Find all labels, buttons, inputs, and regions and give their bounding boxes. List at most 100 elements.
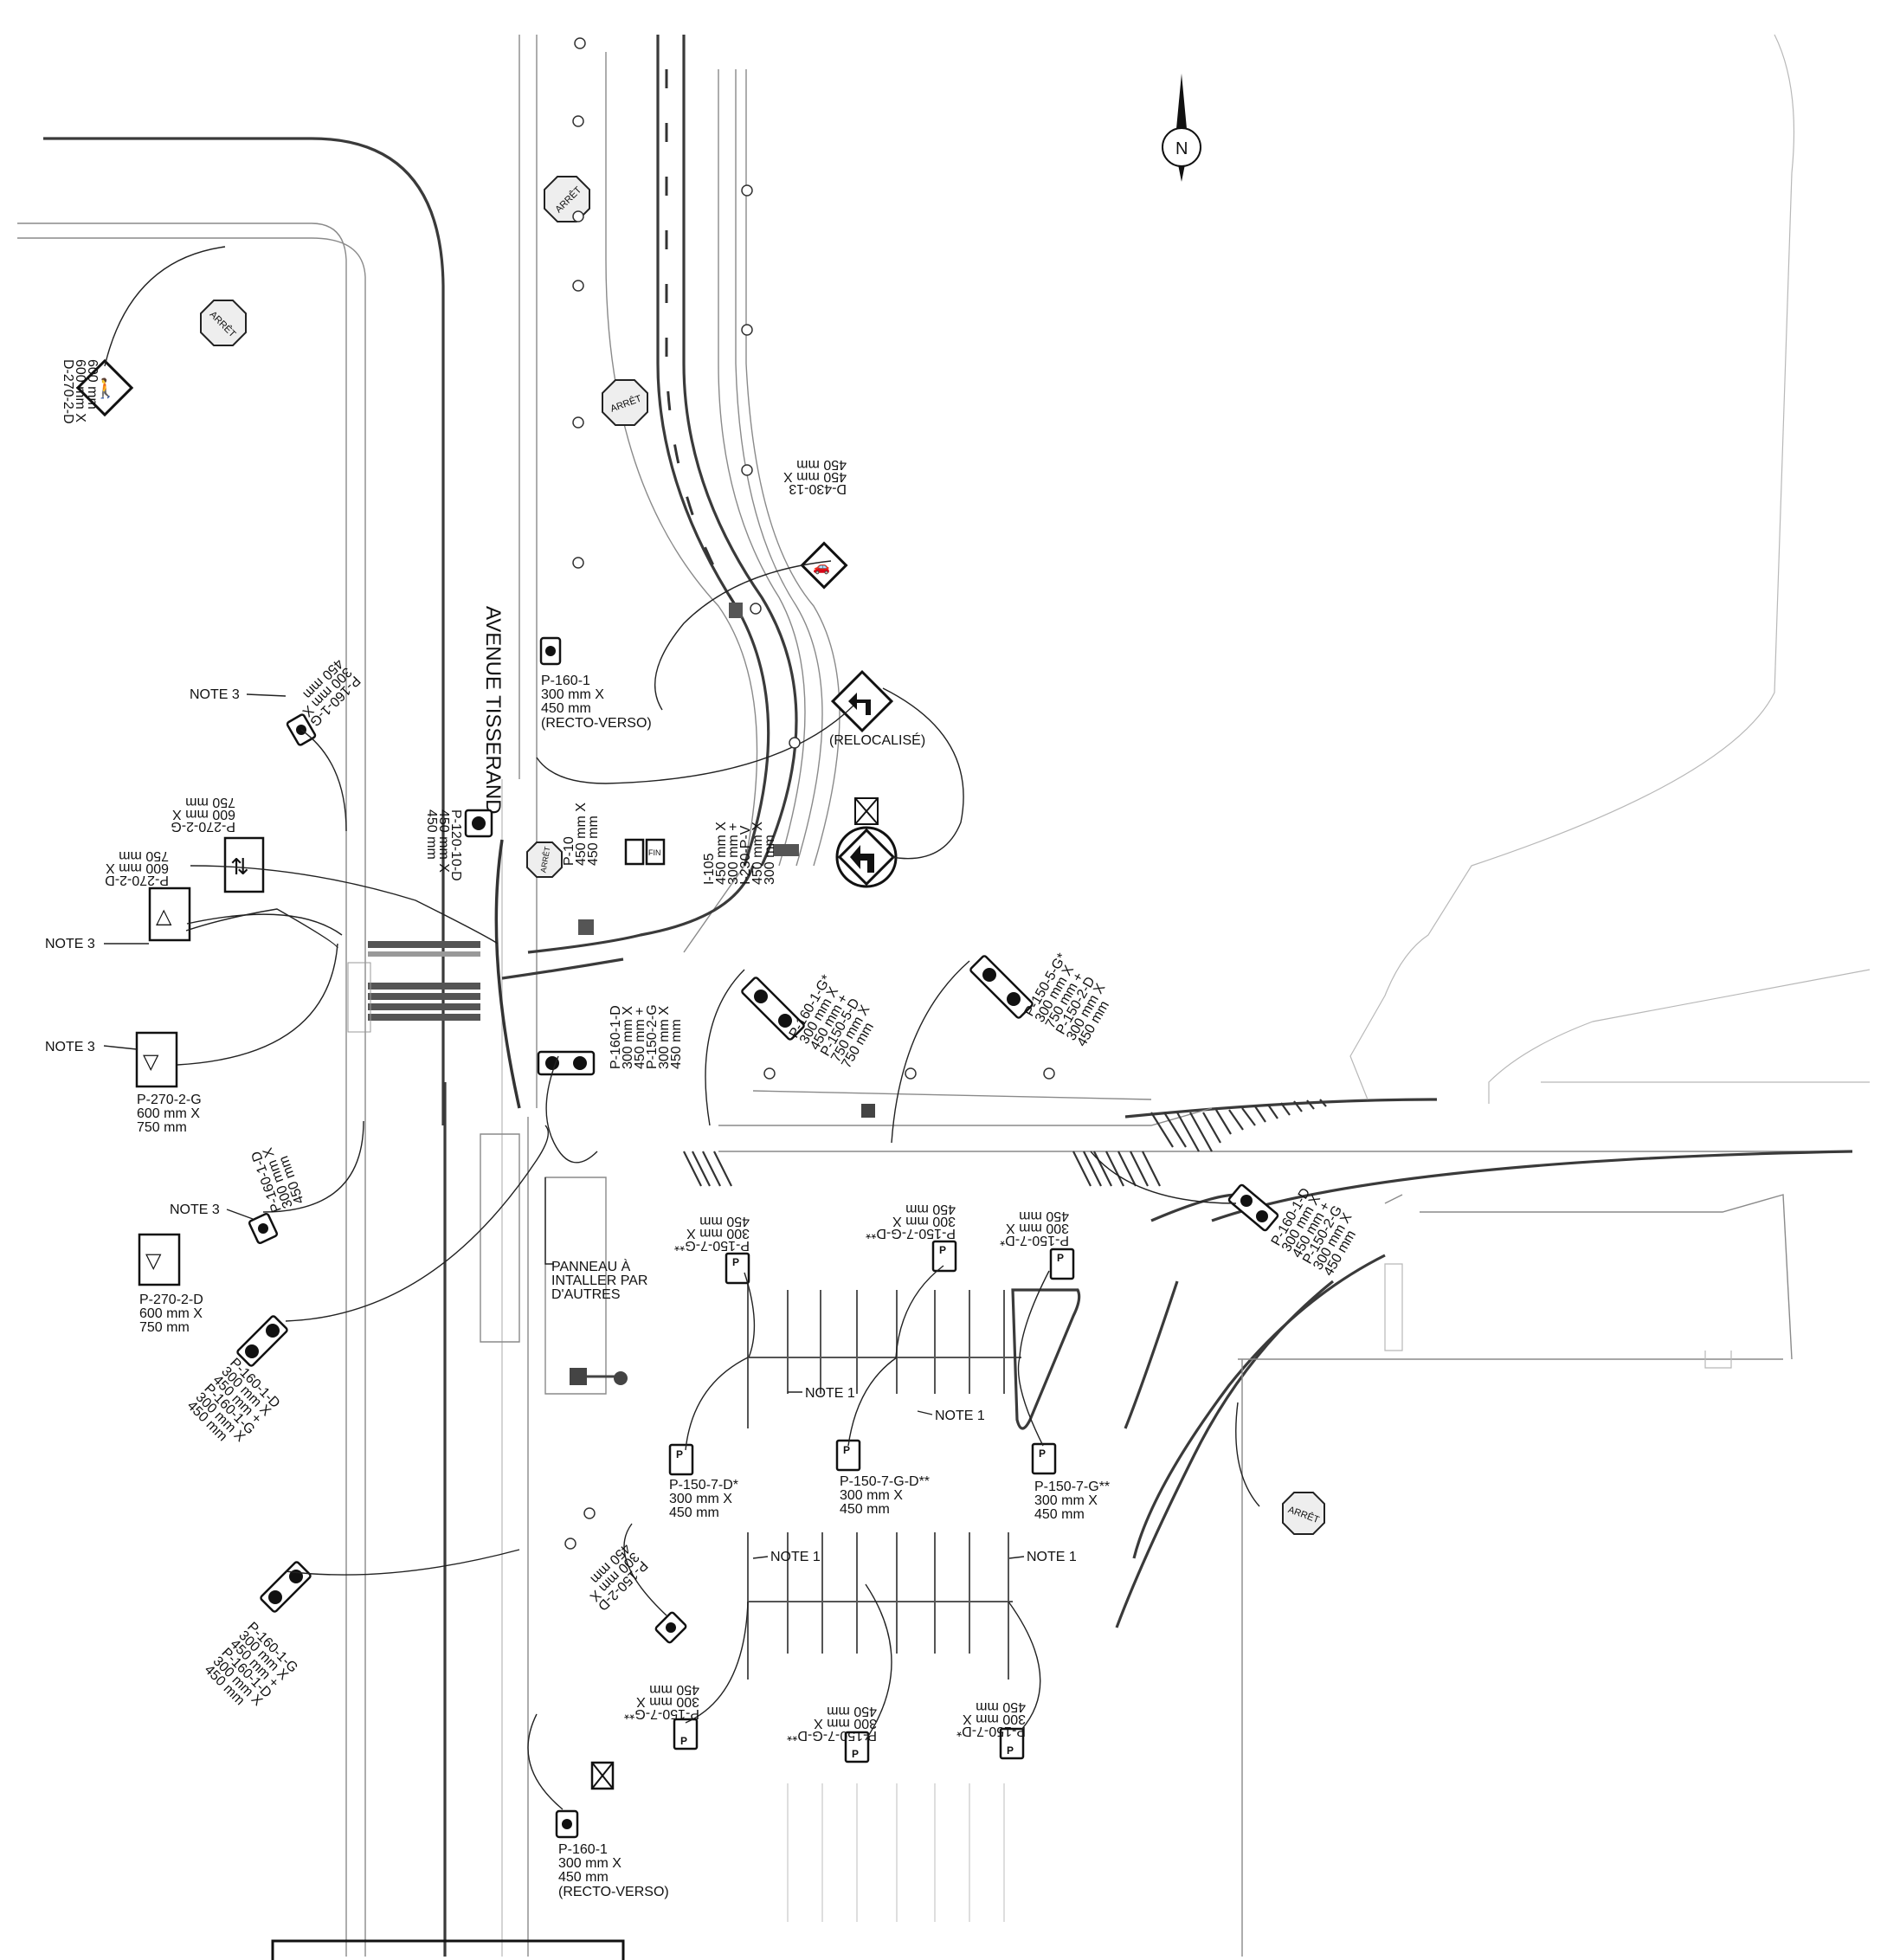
label-p160-recto-bottom: P-160-1 300 mm X 450 mm (RECTO-VERSO): [558, 1842, 669, 1899]
north-arrow: N: [1162, 74, 1201, 182]
relocalise-label: (RELOCALISÉ): [829, 732, 925, 748]
svg-text:P-270-2-D: P-270-2-D: [105, 873, 169, 887]
label-p160-recto-top: P-160-1 300 mm X 450 mm (RECTO-VERSO): [541, 674, 652, 731]
note3-a: NOTE 3: [190, 687, 240, 702]
svg-text:P-160-1: P-160-1: [558, 1842, 608, 1857]
svg-text:600 mm X: 600 mm X: [73, 359, 87, 422]
label-p160-stack-left: P-160-1-D 300 mm X 450 mm + P-160-1-G 30…: [184, 1356, 283, 1445]
hatched-islands: [683, 1099, 1327, 1187]
label-p120: P-120-10-D 450 mm X 450 mm: [424, 809, 463, 881]
svg-text:300 mm X: 300 mm X: [558, 1856, 621, 1871]
note3-d: NOTE 3: [170, 1202, 220, 1217]
svg-text:450 mm: 450 mm: [649, 1682, 699, 1697]
svg-text:450 mm X: 450 mm X: [574, 803, 589, 866]
svg-text:450 mm: 450 mm: [558, 1870, 609, 1885]
svg-text:P: P: [939, 1244, 946, 1256]
p270-2-d-top-sign: △: [148, 887, 191, 942]
label-p160-1d-right: P-160-1-D 300 mm X 450 mm + P-150-2-G 30…: [1269, 1186, 1359, 1279]
svg-text:P-150-7-G-D**: P-150-7-G-D**: [787, 1728, 877, 1743]
svg-text:(RECTO-VERSO): (RECTO-VERSO): [558, 1885, 669, 1899]
svg-text:600 mm X: 600 mm X: [172, 807, 235, 822]
svg-text:450 mm: 450 mm: [669, 1019, 684, 1069]
svg-text:450 mm: 450 mm: [905, 1202, 956, 1216]
label-p150-5g: P-150-5-G* 300 mm X 750 mm + P-150-2-D 3…: [1022, 951, 1112, 1049]
label-p270-2g-top: P-270-2-G 600 mm X 750 mm: [171, 795, 235, 834]
label-p150-7g-top1: P-150-7-G** 300 mm X 450 mm: [674, 1214, 750, 1253]
label-p160-1g-mid: P-160-1-G* 300 mm X 450 mm + P-150-5-D 7…: [787, 972, 877, 1071]
svg-text:P-150-2-G: P-150-2-G: [645, 1004, 660, 1069]
road-geometry: [17, 34, 1871, 1957]
svg-text:D-270-2-D: D-270-2-D: [61, 359, 75, 424]
label-p150-2d: P-150-2-D 300 mm X 450 mm: [586, 1540, 650, 1613]
svg-text:450 mm X: 450 mm X: [714, 822, 729, 885]
stop-sign: ARRÊT: [526, 841, 563, 878]
svg-text:300 mm X: 300 mm X: [686, 1226, 750, 1241]
svg-text:450 mm: 450 mm: [586, 816, 601, 866]
svg-text:P-10: P-10: [562, 836, 576, 866]
svg-text:P: P: [1057, 1252, 1064, 1264]
label-p160-1d-mid: P-160-1-D 300 mm X 450 mm + P-150-2-G 30…: [609, 1004, 684, 1069]
label-p150-7g-bot: P-150-7-G** 300 mm X 450 mm: [624, 1682, 699, 1721]
label-p150-7gd-top: P-150-7-G-D** 300 mm X 450 mm: [866, 1202, 956, 1241]
label-p150-7d-bot: P-150-7-D* 300 mm X 450 mm: [956, 1699, 1026, 1738]
svg-text:P-270-2-G: P-270-2-G: [171, 819, 235, 834]
svg-text:P: P: [680, 1735, 687, 1747]
note3-c: NOTE 3: [45, 1040, 95, 1054]
svg-text:750 mm: 750 mm: [185, 795, 235, 809]
label-d430: D-430-13 450 mm X 450 mm: [783, 457, 847, 496]
svg-text:I-105: I-105: [702, 853, 717, 885]
stop-sign: ARRÊT: [200, 300, 247, 346]
label-p150-7gd-bot: P-150-7-G-D** 300 mm X 450 mm: [787, 1704, 877, 1743]
svg-text:FIN: FIN: [648, 848, 661, 857]
svg-text:P: P: [852, 1748, 859, 1760]
relocation-arrow: [882, 687, 964, 860]
label-i105: I-105 450 mm X 300 mm + I-230-P-V 450 mm…: [702, 822, 777, 885]
svg-text:PANNEAU À: PANNEAU À: [551, 1258, 631, 1274]
svg-text:P-150-7-G**: P-150-7-G**: [1034, 1480, 1110, 1494]
left-turn-warning-sign[interactable]: [830, 669, 894, 733]
left-turn-circled-sign: [835, 797, 898, 888]
label-p150-7g-mid: P-150-7-G** 300 mm X 450 mm: [1034, 1480, 1110, 1522]
p270-2-d-bottom-sign: ▽: [138, 1233, 181, 1286]
label-p160-stack-left2: P-160-1-G 300 mm X 450 mm + P-160-1-D 30…: [202, 1620, 300, 1709]
svg-text:600 mm: 600 mm: [85, 359, 100, 409]
note1-c: NOTE 1: [770, 1550, 821, 1564]
svg-text:750 mm: 750 mm: [119, 848, 169, 863]
svg-text:600 mm X: 600 mm X: [137, 1106, 200, 1121]
svg-text:300 mm X: 300 mm X: [657, 1006, 672, 1069]
label-p150-7d-top: P-150-7-D* 300 mm X 450 mm: [1000, 1209, 1069, 1248]
street-name-label: AVENUE TISSERAND: [481, 606, 505, 815]
svg-text:P-160-1-D: P-160-1-D: [609, 1005, 623, 1069]
svg-text:450 mm: 450 mm: [424, 809, 439, 860]
svg-text:P-150-7-G-D**: P-150-7-G-D**: [840, 1474, 930, 1489]
svg-text:300 mm X: 300 mm X: [1006, 1221, 1069, 1235]
svg-text:300 mm X: 300 mm X: [840, 1488, 903, 1503]
svg-text:P-120-10-D: P-120-10-D: [448, 809, 463, 881]
p270-2-g-bottom-sign: ▽: [135, 1031, 178, 1088]
svg-text:P: P: [1007, 1744, 1014, 1757]
stop-signs: ARRÊT ARRÊT ARRÊT ARRÊT ARRÊT: [200, 176, 1325, 1535]
svg-text:600 mm X: 600 mm X: [139, 1306, 203, 1321]
svg-text:🚶: 🚶: [93, 377, 117, 399]
svg-text:P: P: [732, 1256, 739, 1268]
svg-text:▽: ▽: [145, 1249, 162, 1273]
svg-text:INTALLER PAR: INTALLER PAR: [551, 1273, 647, 1288]
svg-text:450 mm: 450 mm: [1034, 1507, 1085, 1522]
svg-text:450 mm: 450 mm: [827, 1704, 877, 1718]
svg-text:P: P: [1039, 1447, 1046, 1460]
svg-text:P-270-2-G: P-270-2-G: [137, 1093, 202, 1107]
svg-text:300 mm +: 300 mm +: [726, 822, 741, 885]
svg-text:450 mm: 450 mm: [541, 701, 591, 716]
stop-sign: ARRÊT: [544, 176, 590, 222]
svg-text:P-270-2-D: P-270-2-D: [139, 1293, 203, 1307]
note1-d: NOTE 1: [1027, 1550, 1077, 1564]
svg-text:450 mm: 450 mm: [976, 1699, 1026, 1714]
svg-text:450 mm: 450 mm: [796, 457, 847, 472]
small-signs: FIN P P P P P P P P P: [236, 603, 1279, 1839]
svg-text:300 mm X: 300 mm X: [541, 687, 604, 702]
svg-text:△: △: [156, 905, 172, 928]
svg-text:300 mm X: 300 mm X: [669, 1492, 732, 1506]
north-label: N: [1175, 139, 1188, 158]
crosswalk: [368, 941, 480, 1021]
